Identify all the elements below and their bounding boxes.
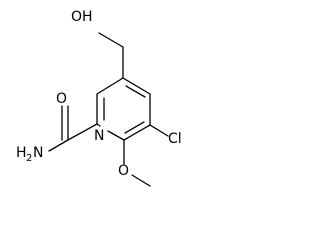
bond-c3-c4 — [122, 77, 151, 95]
bond-c4-cl — [149, 124, 169, 137]
amide-n-label: N — [33, 145, 43, 161]
amide-h-label: H — [16, 145, 27, 161]
amide-subscript-label: 2 — [26, 153, 32, 164]
amide-nh2-label: H 2 N — [16, 145, 43, 164]
bond-c6-n1 — [107, 130, 125, 141]
bond-c5-c6 — [123, 124, 151, 141]
chlorine-label: Cl — [168, 131, 182, 147]
bond-o-ch3 — [131, 174, 151, 187]
bond-c3-c4-inner — [125, 85, 146, 98]
hydroxyl-label: OH — [71, 9, 93, 25]
ring-nitrogen-label: N — [94, 128, 104, 144]
methoxy-oxygen-label: O — [118, 163, 129, 179]
bond-c2-c3 — [96, 77, 124, 95]
bond-c5-c6-inner — [124, 121, 145, 134]
bond-carbonyl-n — [48, 139, 69, 152]
carbonyl-oxygen-label: O — [56, 91, 67, 107]
molecule-structure: OH O H 2 N N Cl O — [16, 9, 182, 187]
bond-c2-carbonyl — [67, 123, 98, 141]
bond-ch2-oh — [98, 32, 124, 48]
